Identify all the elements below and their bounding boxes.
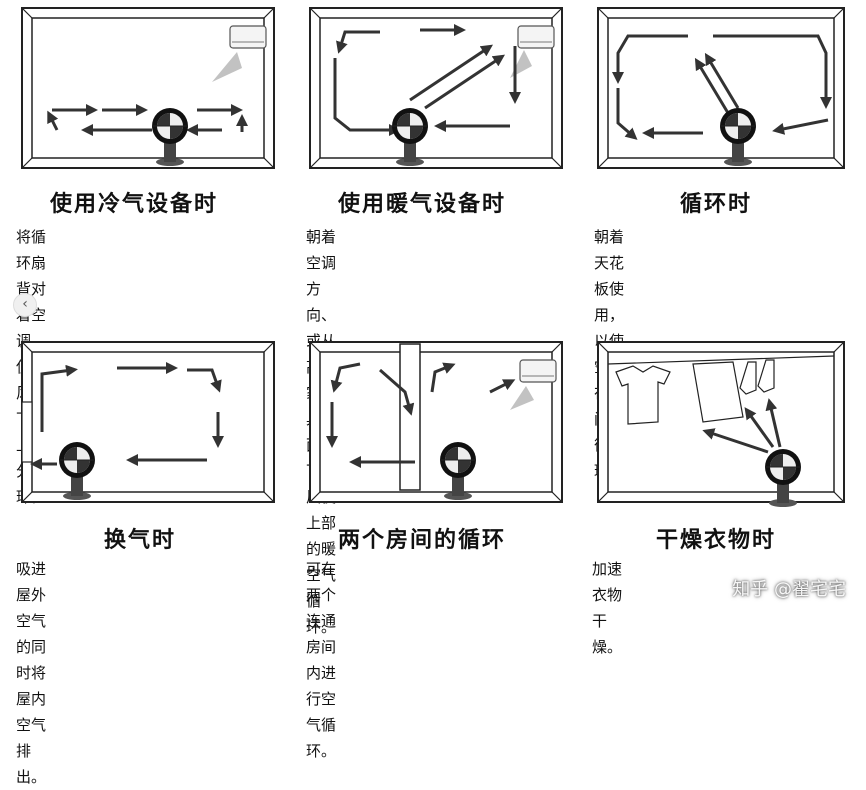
room-illustration [598,342,846,504]
panel-title: 使用冷气设备时 [50,186,218,218]
air-conditioner-icon [230,26,266,48]
partition-wall [400,344,420,490]
panel-title: 干燥衣物时 [656,522,776,554]
room-illustration [598,8,846,170]
room-illustration [22,342,274,504]
panel-title: 使用暖气设备时 [338,186,506,218]
panel-title: 两个房间的循环 [338,522,506,554]
room-illustration [310,342,562,504]
panel-description: 加速衣物干燥。 [592,556,622,660]
watermark: 知乎 @翟宅宅 [732,575,846,601]
air-conditioner-icon [520,360,556,382]
window-opening [22,402,32,462]
room-illustration [310,8,562,170]
panel-description: 吸进屋外空气的同时将屋内 空气排出。 [16,556,46,790]
previous-image-button[interactable]: ‹ [13,293,37,317]
panel-title: 循环时 [680,186,752,218]
room-illustration [22,8,274,170]
panel-description: 可在两个连通房间内进行空 气循环。 [306,556,336,764]
air-conditioner-icon [518,26,554,48]
panel-title: 换气时 [104,522,176,554]
